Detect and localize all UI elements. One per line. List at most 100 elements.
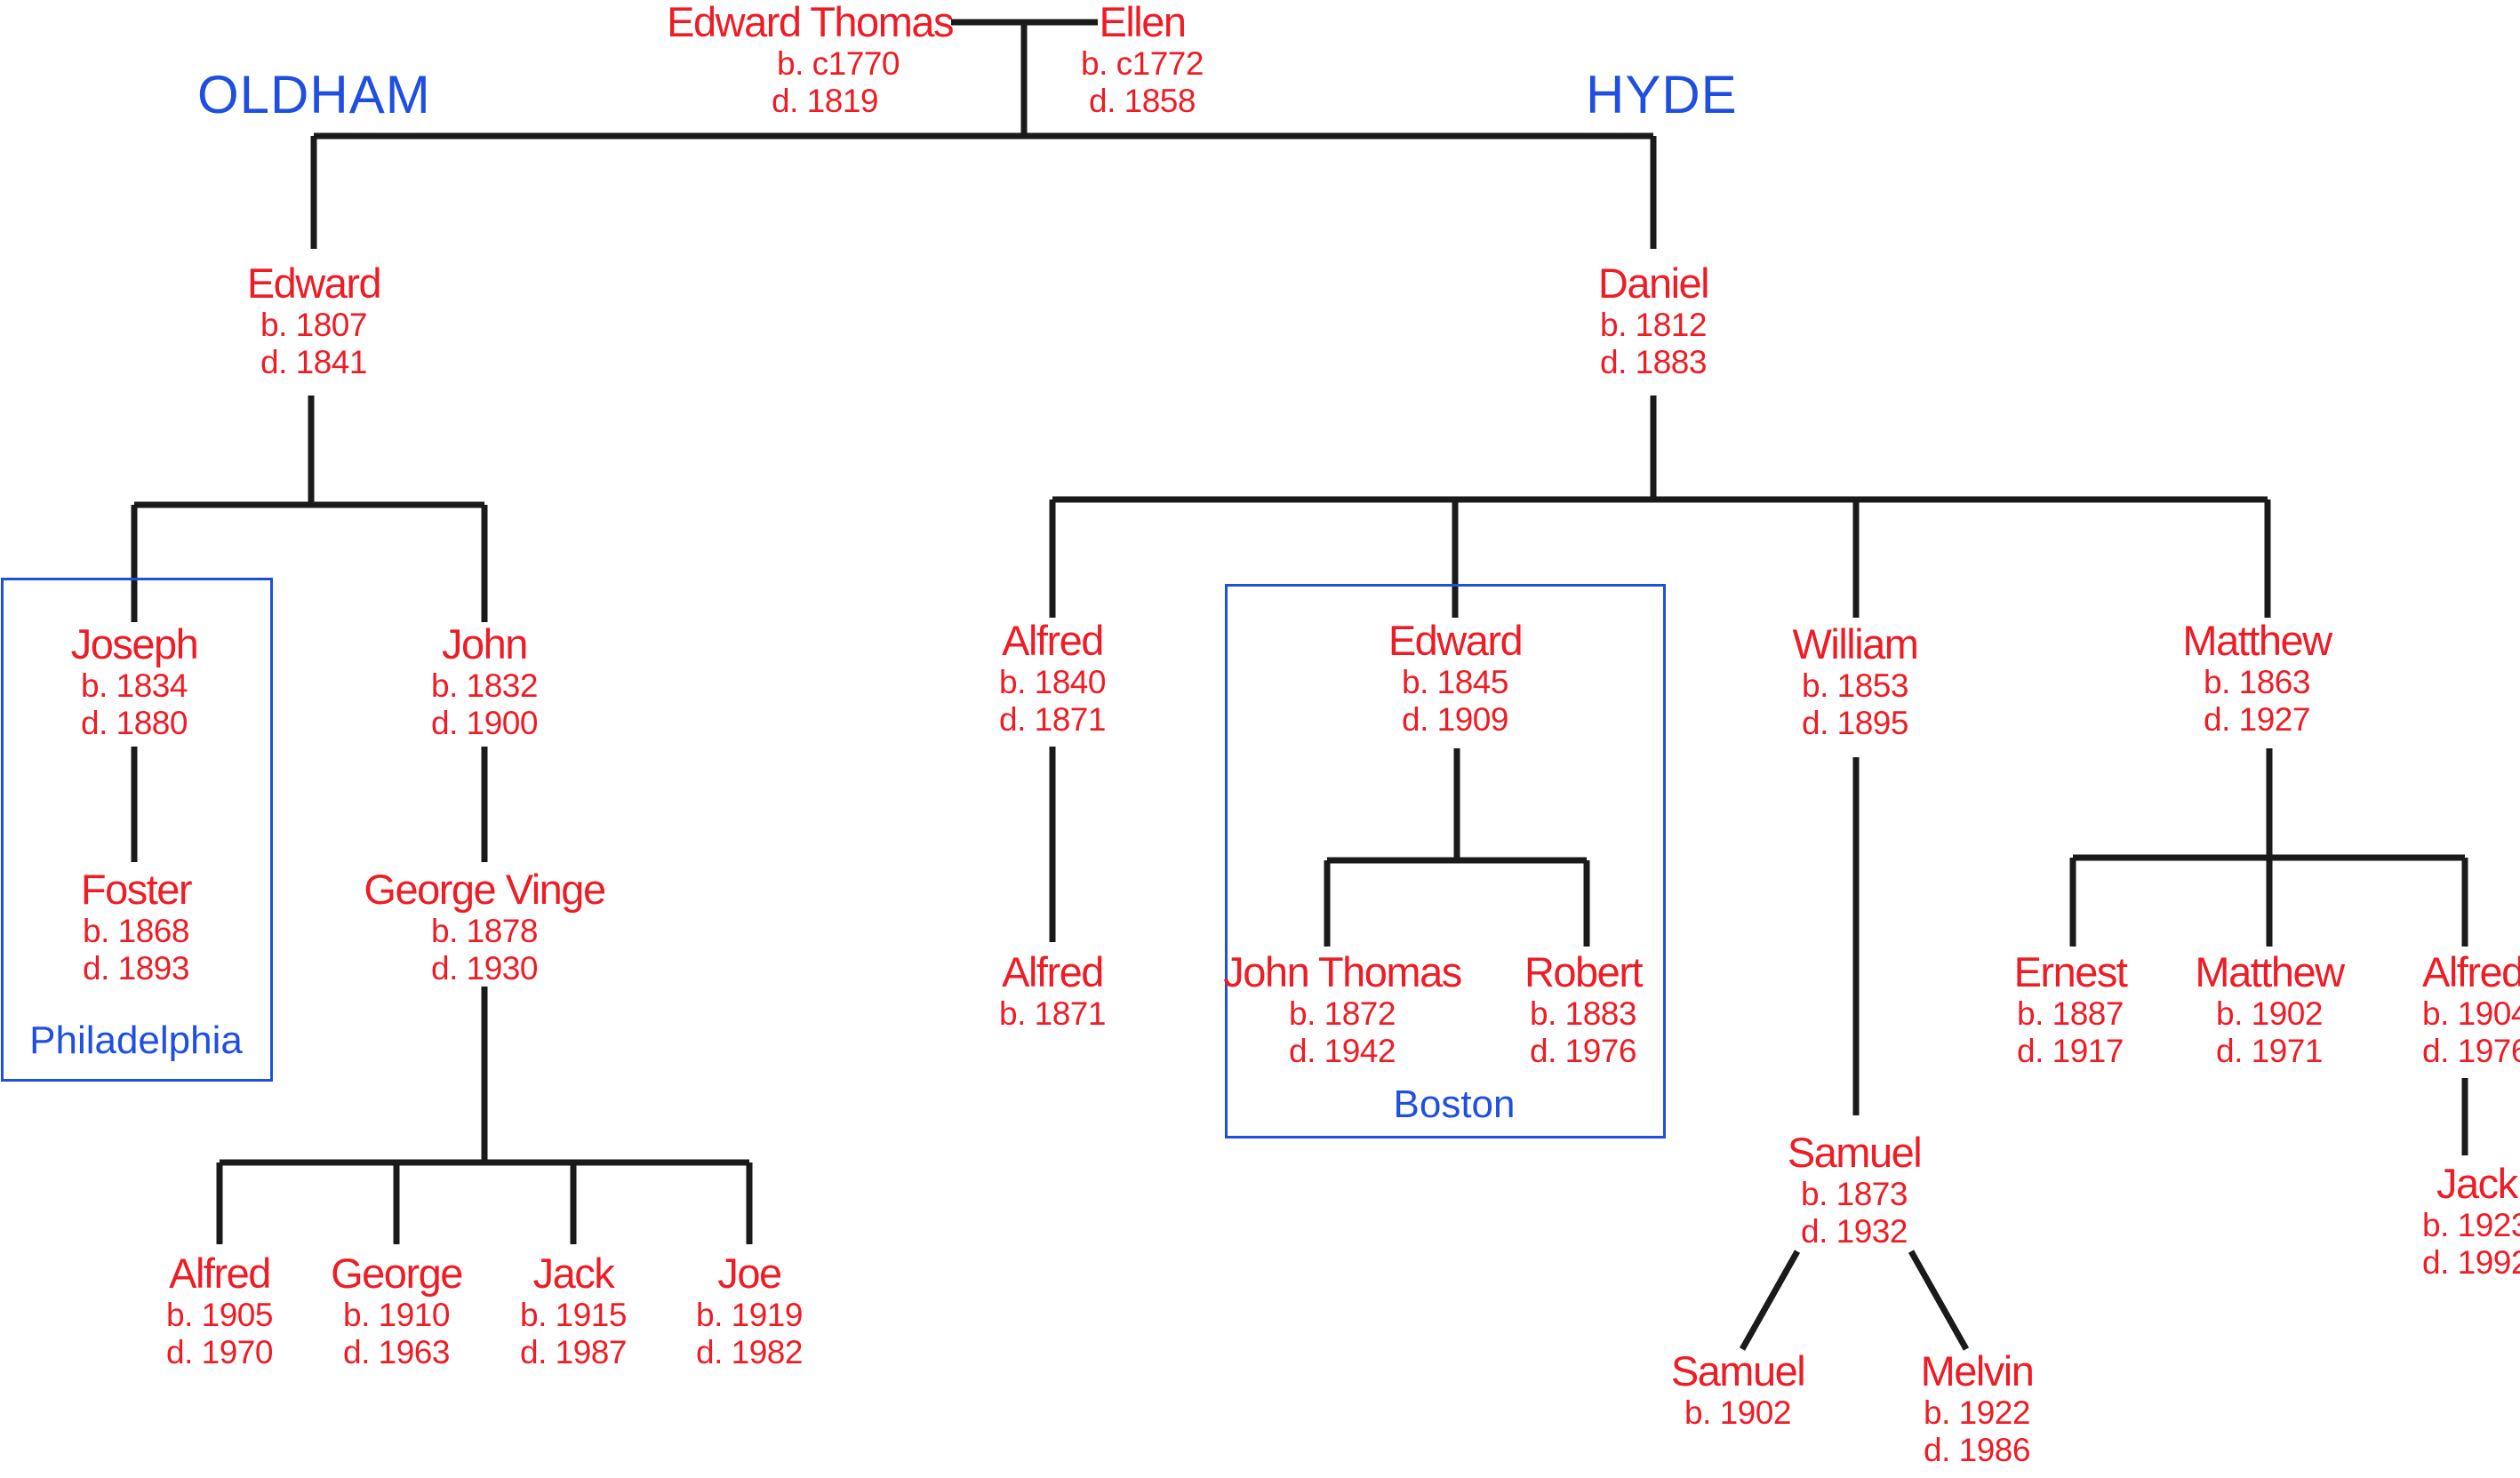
person-george-1910: George b. 1910 d. 1963 xyxy=(192,1250,601,1371)
person-died: d. 1909 xyxy=(1402,700,1508,738)
person-born: b. 1872 xyxy=(1289,995,1396,1033)
person-matthew-1902: Matthew b. 1902 d. 1971 xyxy=(2065,948,2474,1070)
person-died: d. 1986 xyxy=(1924,1431,2030,1468)
person-name: John xyxy=(442,620,528,667)
person-born: b. 1840 xyxy=(999,664,1106,701)
person-name: George Vinge xyxy=(364,866,606,913)
person-melvin: Melvin b. 1922 d. 1986 xyxy=(1772,1347,2181,1469)
person-born: b. c1772 xyxy=(1081,45,1204,83)
person-died: d. 1895 xyxy=(1802,704,1908,741)
person-name: John Thomas xyxy=(1223,948,1462,995)
person-died: d. 1930 xyxy=(431,949,538,987)
person-name: George xyxy=(331,1250,463,1297)
person-died: d. 1976 xyxy=(1530,1032,1636,1069)
person-born: b. 1902 xyxy=(1684,1394,1791,1432)
person-name: Alfred xyxy=(169,1250,271,1297)
samuel-to-samuel-1902 xyxy=(1739,1250,1801,1351)
person-born: b. 1863 xyxy=(2204,664,2310,701)
person-name: Ellen xyxy=(1099,0,1187,45)
person-george-vinge: George Vinge b. 1878 d. 1930 xyxy=(280,866,689,987)
boston-label: Boston xyxy=(1393,1083,1516,1126)
person-died: d. 1927 xyxy=(2204,700,2310,738)
person-alfred-1904: Alfred b. 1904 d. 1976 xyxy=(2422,948,2520,1070)
person-name: Edward xyxy=(1388,617,1524,664)
person-name: Edward xyxy=(246,260,382,307)
person-died: d. 1893 xyxy=(83,949,189,987)
person-jack-1915: Jack b. 1915 d. 1987 xyxy=(369,1250,778,1371)
person-samuel-1873: Samuel b. 1873 d. 1932 xyxy=(1650,1129,2059,1250)
person-died: d. 1971 xyxy=(2216,1032,2323,1069)
person-name: Joseph xyxy=(70,620,199,667)
person-edward-1807: Edward b. 1807 d. 1841 xyxy=(109,260,518,381)
person-died: d. 1871 xyxy=(999,700,1106,738)
person-died: d. 1819 xyxy=(772,82,878,119)
person-ernest: Ernest b. 1887 d. 1917 xyxy=(1866,948,2275,1070)
person-born: b. 1845 xyxy=(1402,664,1508,701)
person-alfred-1871: Alfred b. 1871 xyxy=(848,948,1257,1033)
person-joe-1919: Joe b. 1919 d. 1982 xyxy=(545,1250,954,1371)
person-born: b. 1915 xyxy=(520,1297,627,1334)
person-born: b. 1853 xyxy=(1802,667,1908,705)
person-born: b. 1807 xyxy=(260,307,367,344)
person-name: Jack xyxy=(532,1250,615,1297)
person-born: b. 1902 xyxy=(2216,995,2323,1033)
boston-region-box xyxy=(1225,584,1666,1138)
person-born: b. 1871 xyxy=(999,995,1106,1033)
person-died: d. 1917 xyxy=(2017,1032,2124,1069)
person-born: b. 1832 xyxy=(431,667,538,705)
person-ellen: Ellen b. c1772 d. 1858 xyxy=(938,0,1347,120)
person-name: Matthew xyxy=(2182,617,2332,664)
person-matthew-1863: Matthew b. 1863 d. 1927 xyxy=(2052,617,2461,739)
person-alfred-1840: Alfred b. 1840 d. 1871 xyxy=(848,617,1257,739)
person-name: Edward Thomas xyxy=(667,0,954,45)
person-name: Jack xyxy=(2436,1160,2518,1207)
person-born: b. c1770 xyxy=(777,45,900,83)
person-born: b. 1910 xyxy=(343,1297,450,1334)
person-born: b. 1923 xyxy=(2422,1207,2520,1244)
person-died: d. 1976 xyxy=(2422,1032,2520,1069)
person-died: d. 1858 xyxy=(1089,82,1196,119)
person-died: d. 1992 xyxy=(2422,1243,2520,1281)
person-born: b. 1883 xyxy=(1530,995,1636,1033)
person-born: b. 1868 xyxy=(83,913,189,950)
person-name: William xyxy=(1792,620,1919,667)
person-died: d. 1880 xyxy=(81,704,188,741)
person-name: Matthew xyxy=(2195,948,2345,995)
person-robert: Robert b. 1883 d. 1976 xyxy=(1379,948,1788,1070)
person-died: d. 1932 xyxy=(1801,1212,1908,1250)
person-name: Foster xyxy=(80,866,193,913)
person-died: d. 1942 xyxy=(1289,1032,1396,1069)
person-born: b. 1878 xyxy=(431,913,538,950)
person-died: d. 1982 xyxy=(696,1333,803,1370)
person-born: b. 1873 xyxy=(1801,1176,1908,1213)
person-name: Samuel xyxy=(1670,1347,1806,1394)
person-name: Joe xyxy=(717,1250,782,1297)
person-edward-thomas: Edward Thomas b. c1770 d. 1819 xyxy=(544,0,954,120)
person-name: Samuel xyxy=(1787,1129,1923,1176)
person-died: d. 1987 xyxy=(520,1333,627,1370)
philadelphia-region-box xyxy=(1,578,273,1082)
person-name: Melvin xyxy=(1920,1347,2035,1394)
person-died: d. 1963 xyxy=(343,1333,450,1370)
person-name: Alfred xyxy=(1002,948,1104,995)
person-born: b. 1834 xyxy=(81,667,188,705)
person-died: d. 1970 xyxy=(166,1333,273,1370)
philadelphia-label: Philadelphia xyxy=(29,1019,243,1062)
person-jack-1923: Jack b. 1923 d. 1992 xyxy=(2422,1160,2520,1282)
family-title-oldham: OLDHAM xyxy=(197,65,431,124)
person-joseph: Joseph b. 1834 d. 1880 xyxy=(0,620,339,742)
person-john-thomas: John Thomas b. 1872 d. 1942 xyxy=(1138,948,1547,1070)
person-name: Alfred xyxy=(2422,948,2520,995)
family-title-hyde: HYDE xyxy=(1586,65,1738,124)
person-name: Ernest xyxy=(2013,948,2128,995)
person-born: b. 1904 xyxy=(2422,995,2520,1033)
person-samuel-1902: Samuel b. 1902 xyxy=(1533,1347,1942,1432)
person-william: William b. 1853 d. 1895 xyxy=(1651,620,2060,742)
person-john: John b. 1832 d. 1900 xyxy=(280,620,689,742)
person-born: b. 1905 xyxy=(166,1297,273,1334)
person-edward-1845: Edward b. 1845 d. 1909 xyxy=(1251,617,1660,739)
person-born: b. 1919 xyxy=(696,1297,803,1334)
person-name: Daniel xyxy=(1597,260,1710,307)
